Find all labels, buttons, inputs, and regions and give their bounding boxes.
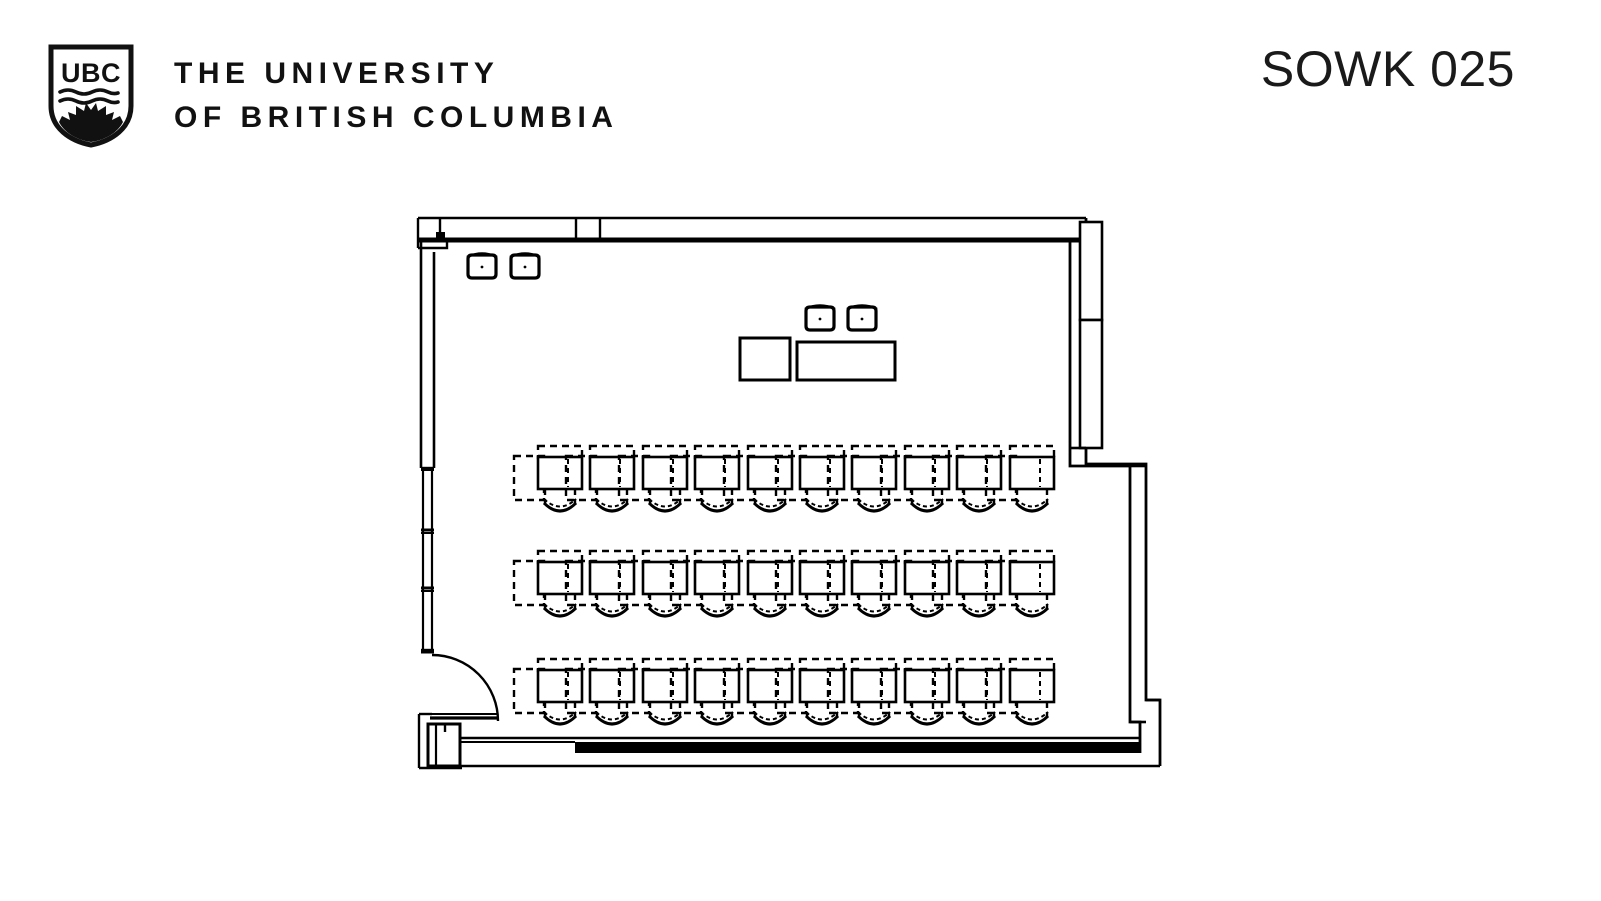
ubc-wordmark: THE UNIVERSITY OF BRITISH COLUMBIA — [174, 44, 618, 140]
podium[interactable] — [738, 336, 792, 382]
instructor-chair-2[interactable] — [845, 303, 879, 332]
seating-row-1 — [512, 444, 1056, 513]
ubc-brand-lockup: UBC THE UNIVERSITY OF BRITISH COLUMBIA — [48, 44, 618, 148]
page-header: UBC THE UNIVERSITY OF BRITISH COLUMBIA S… — [0, 0, 1601, 160]
seating-row-2 — [512, 549, 1056, 618]
student-seating — [512, 444, 1056, 726]
room-walls — [416, 216, 1162, 770]
left-wall-windows — [421, 466, 434, 654]
instructor-area — [738, 303, 897, 382]
entry-door[interactable] — [430, 653, 500, 722]
wordmark-line-1: THE UNIVERSITY — [174, 57, 500, 90]
floorplan-container — [0, 160, 1601, 901]
ubc-crest-icon: UBC — [48, 44, 134, 148]
bottom-left-column — [417, 712, 462, 770]
door-swing-arc — [431, 653, 500, 722]
seating-row-3 — [512, 657, 1056, 726]
floorplan-drawing — [416, 216, 1162, 770]
right-wall-pilaster — [1070, 220, 1104, 450]
room-title: SOWK 025 — [1260, 41, 1515, 97]
right-wall-inner — [1068, 240, 1142, 753]
top-left-corner-column — [416, 218, 449, 250]
corner-chair-2[interactable] — [508, 251, 542, 280]
crest-letters: UBC — [61, 58, 121, 88]
corner-chair-1[interactable] — [465, 251, 499, 280]
top-left-column-marker — [436, 232, 445, 241]
instructor-desk[interactable] — [795, 340, 897, 382]
corner-chair-pair — [465, 251, 542, 280]
instructor-chair-1[interactable] — [803, 303, 837, 332]
bottom-wall-thick-band — [575, 742, 1140, 753]
wordmark-line-2: OF BRITISH COLUMBIA — [174, 101, 619, 134]
